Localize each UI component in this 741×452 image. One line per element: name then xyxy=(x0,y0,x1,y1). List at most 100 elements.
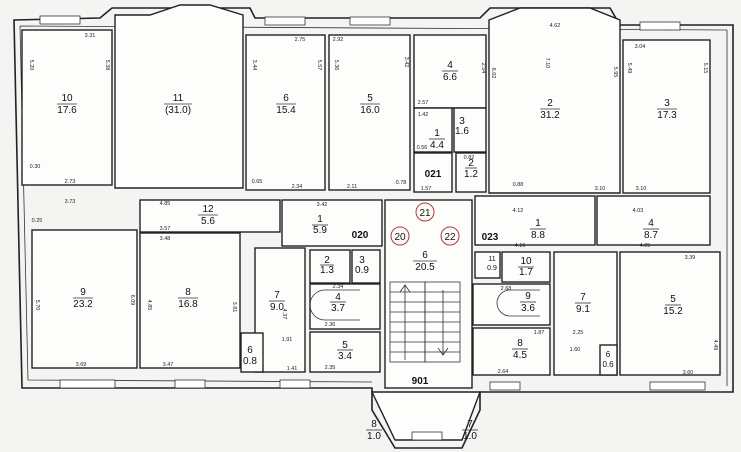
room-label: 14.4 xyxy=(429,128,445,151)
room-4-lower-right[interactable] xyxy=(596,195,711,246)
room-6-upper[interactable] xyxy=(245,34,326,191)
dimension: 2.34 xyxy=(292,184,303,190)
dimension: 2.35 xyxy=(325,365,336,371)
room-number: 8 xyxy=(185,287,191,298)
room-number: 2 xyxy=(547,98,553,109)
dimension: 3.10 xyxy=(636,186,647,192)
room-6-lower-left[interactable] xyxy=(240,332,264,373)
room-label: 18.8 xyxy=(530,218,546,241)
room-8[interactable] xyxy=(139,232,241,369)
dimension: 3.57 xyxy=(160,226,171,232)
room-label: 11(31.0) xyxy=(164,93,192,116)
room-label: 31.6 xyxy=(455,116,469,137)
room-2-upper[interactable] xyxy=(488,7,621,194)
room-2-lower-left[interactable] xyxy=(309,249,351,284)
room-3-upper[interactable] xyxy=(453,107,487,153)
dimension: 3.44 xyxy=(251,60,257,71)
room-1-lower-left[interactable] xyxy=(281,199,383,247)
dimension: 1.41 xyxy=(287,366,298,372)
lobby-021[interactable] xyxy=(413,152,453,193)
room-10[interactable] xyxy=(21,29,113,186)
dimension: 2.64 xyxy=(498,369,509,375)
room-8-lower-right[interactable] xyxy=(472,327,551,376)
room-area: 1.2 xyxy=(464,169,478,180)
room-area: 0.6 xyxy=(602,360,614,369)
room-area: (31.0) xyxy=(165,105,191,116)
room-area: 15.4 xyxy=(276,105,296,116)
room-label: 71.0 xyxy=(462,419,478,442)
room-area: 1.0 xyxy=(463,431,477,442)
room-11[interactable] xyxy=(114,4,244,189)
room-area: 0.8 xyxy=(243,356,257,367)
room-12[interactable] xyxy=(139,199,281,233)
room-area: 5.9 xyxy=(313,225,327,236)
marker-20: 20 xyxy=(394,232,406,243)
room-4-upper[interactable] xyxy=(413,34,487,109)
room-area: 16.0 xyxy=(360,105,380,116)
dimension: 4.37 xyxy=(281,309,287,320)
room-9[interactable] xyxy=(31,229,138,369)
room-2-upper-small[interactable] xyxy=(455,152,487,193)
dimension: 4.25 xyxy=(640,243,651,249)
room-3-lower-left[interactable] xyxy=(351,249,381,284)
bay-lower[interactable] xyxy=(370,391,482,441)
room-11-lower-right[interactable] xyxy=(474,251,501,279)
dimension: 6.09 xyxy=(129,295,135,306)
room-3-upper-right[interactable] xyxy=(622,39,711,194)
room-label: 101.7 xyxy=(518,256,534,278)
room-label: 231.2 xyxy=(540,98,560,121)
marker-22: 22 xyxy=(444,232,456,243)
dimension: 2.92 xyxy=(333,37,344,43)
room-5-lower-right[interactable] xyxy=(619,251,721,376)
room-9-lower-right[interactable] xyxy=(472,283,551,326)
dimension: 3.69 xyxy=(76,362,87,368)
room-4-lower-left[interactable] xyxy=(309,283,381,330)
room-area: 17.3 xyxy=(657,110,677,121)
room-label: 46.6 xyxy=(442,60,458,83)
room-number: 6 xyxy=(606,350,611,359)
room-area: 5.6 xyxy=(201,216,215,227)
room-number: 4 xyxy=(447,60,453,71)
room-number: 4 xyxy=(648,218,654,229)
room-area: 1.0 xyxy=(367,431,381,442)
dimension: 5.95 xyxy=(612,67,618,78)
room-1-lower-right[interactable] xyxy=(474,195,596,246)
dimension: 3.73 xyxy=(65,199,76,205)
room-number: 9 xyxy=(525,291,531,302)
dimension: 3.39 xyxy=(685,255,696,261)
room-area: 1.6 xyxy=(455,126,469,137)
room-label: 125.6 xyxy=(198,204,218,227)
room-label: 60.8 xyxy=(243,345,257,367)
room-5-lower-left[interactable] xyxy=(309,331,381,373)
dimension: 4.12 xyxy=(513,208,524,214)
room-label: 21.2 xyxy=(464,158,478,180)
room-6-lower-right[interactable] xyxy=(599,344,618,376)
room-5-upper[interactable] xyxy=(328,34,411,191)
dimension: 2.73 xyxy=(65,179,76,185)
room-number: 4 xyxy=(335,292,341,303)
stairwell[interactable] xyxy=(384,199,473,389)
room-number: 6 xyxy=(247,345,253,356)
room-1-upper[interactable] xyxy=(413,107,453,153)
dimension: 0.82 xyxy=(464,155,475,161)
room-label: 84.5 xyxy=(512,338,528,361)
dimension: 2.57 xyxy=(418,100,429,106)
room-area: 20.5 xyxy=(415,262,435,273)
dimension: 4.16 xyxy=(515,243,526,249)
room-area: 16.8 xyxy=(178,299,198,310)
room-area: 0.9 xyxy=(487,265,497,272)
room-label: 923.2 xyxy=(73,287,93,310)
dimension: 0.78 xyxy=(396,180,407,186)
room-number: 3 xyxy=(359,255,365,266)
room-label: 816.8 xyxy=(178,287,198,310)
room-label: 21.3 xyxy=(320,255,334,276)
dimension: 5.49 xyxy=(626,63,632,74)
bathtub xyxy=(496,289,540,317)
room-area: 0.9 xyxy=(355,265,369,276)
dimension: 1.57 xyxy=(421,186,432,192)
room-area: 8.8 xyxy=(531,230,545,241)
room-area: 1.3 xyxy=(320,265,334,276)
dimension: 2.68 xyxy=(501,286,512,292)
room-number: 9 xyxy=(80,287,86,298)
